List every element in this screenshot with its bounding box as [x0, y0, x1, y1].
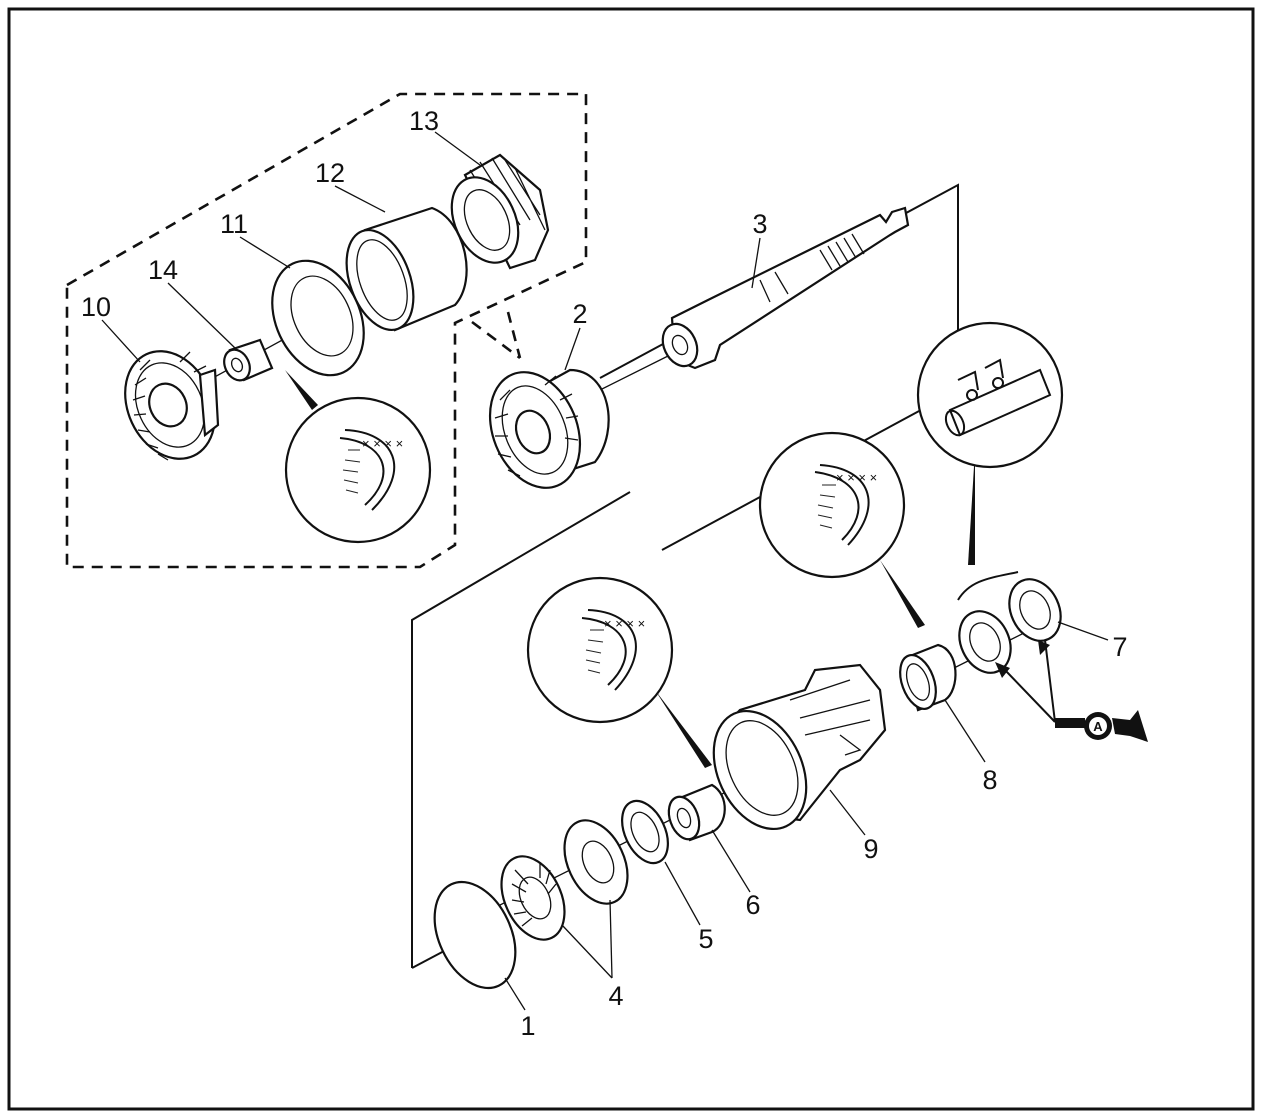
callout-4: 4: [608, 981, 623, 1011]
callout-1: 1: [520, 1011, 535, 1041]
axis-shaft: [589, 349, 681, 396]
bearing-race-12: [345, 206, 468, 332]
detail-magnifier-icon: × × × ×: [284, 370, 432, 544]
bevel-gear-2: [488, 368, 610, 489]
callout-12: 12: [315, 158, 345, 188]
bearing-housing-9: [712, 663, 887, 831]
svg-text:× × × ×: × × × ×: [362, 436, 403, 451]
figure-border: [7, 7, 1255, 1111]
leader-lines: [101, 131, 1109, 1011]
callout-9: 9: [863, 834, 878, 864]
drive-shaft-3: [661, 206, 910, 370]
callout-6: 6: [745, 890, 760, 920]
detail-magnifier-icon: × × × ×: [526, 576, 712, 768]
tool-marker-label: A: [1093, 719, 1103, 734]
grease-gun-icon: A: [995, 639, 1148, 742]
needle-bearing-8: [899, 643, 957, 712]
svg-text:× × × ×: × × × ×: [836, 470, 877, 485]
bushing-14: [223, 338, 274, 382]
callout-2: 2: [572, 299, 587, 329]
callout-10: 10: [81, 292, 111, 322]
svg-text:× × × ×: × × × ×: [604, 616, 645, 631]
callout-13: 13: [409, 106, 439, 136]
callout-8: 8: [982, 765, 997, 795]
callout-3: 3: [752, 209, 767, 239]
detail-magnifier-icon: × × × ×: [758, 431, 925, 628]
seal-lip-detail-icon: [916, 321, 1064, 565]
outline-tail: [411, 949, 447, 969]
dashed-subassembly-outline: [65, 92, 588, 569]
washer-5: [621, 799, 669, 865]
callout-11: 11: [220, 209, 248, 239]
thrust-bearing-4: [500, 819, 629, 941]
dashed-leader: [471, 311, 522, 360]
bushing-6: [667, 783, 726, 842]
callout-7: 7: [1112, 632, 1127, 662]
callout-14: 14: [148, 255, 178, 285]
oil-seals-7: [957, 571, 1062, 674]
bevel-gear-13: [450, 153, 550, 270]
callout-5: 5: [698, 924, 713, 954]
o-ring-1: [433, 880, 517, 990]
thrust-washer-11: [271, 259, 365, 377]
bevel-gear-10: [124, 350, 220, 461]
